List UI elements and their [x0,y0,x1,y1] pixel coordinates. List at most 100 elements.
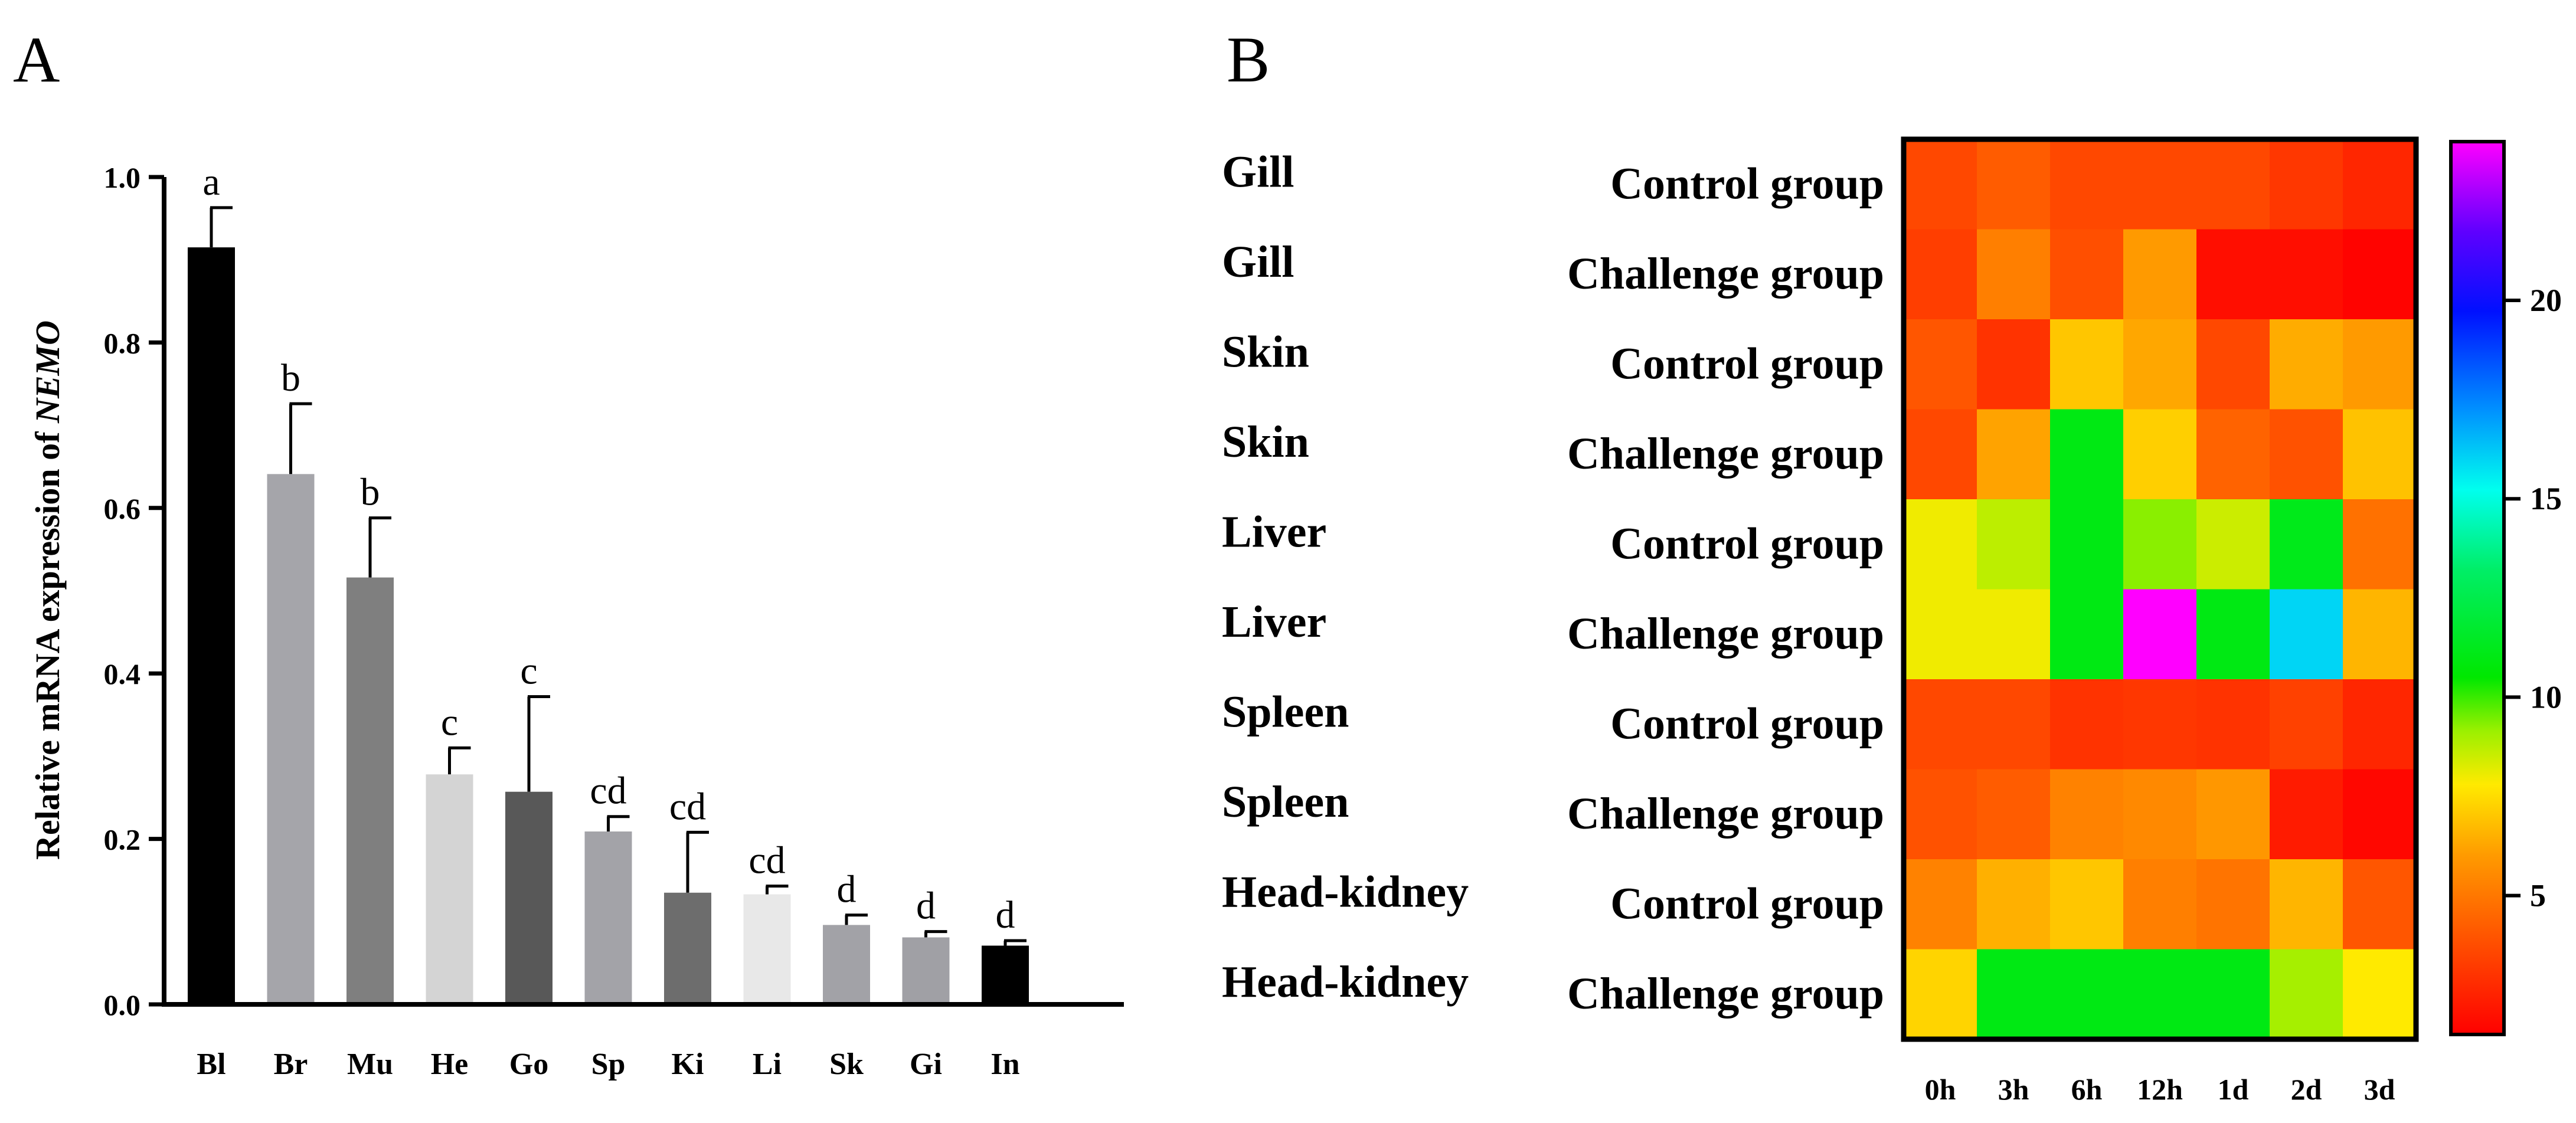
significance-letter: a [202,161,220,204]
heatmap-cell [2270,589,2343,680]
heatmap-cell [1977,769,2051,860]
heatmap-cell [2123,409,2197,500]
heatmap-cell [2196,949,2270,1040]
heatmap-cell [1904,769,1977,860]
heatmap-cell [2123,769,2197,860]
heatmap-frame [1901,136,2419,1042]
colorbar-tick-label: 5 [2530,878,2546,914]
x-tick-label: Li [753,1047,782,1081]
y-tick-label: 0.4 [104,657,141,690]
x-tick-label: Br [274,1047,308,1081]
heatmap-cell [1904,499,1977,590]
bar-chart-y-axis-label: Relative mRNA expression of NEMO [28,320,67,860]
heatmap-row-group: Challenge group [1567,969,1884,1019]
heatmap-cell [2050,409,2124,500]
heatmap-cell [2270,859,2343,950]
bar-He [426,774,473,1004]
heatmap-row-tissue: Gill [1222,237,1294,287]
heatmap-cell [1977,679,2051,770]
heatmap-column-label: 0h [1925,1073,1956,1106]
x-tick-label: Gi [910,1047,942,1081]
heatmap-cell [2050,679,2124,770]
heatmap-cell [2123,319,2197,410]
heatmap-row-tissue: Gill [1222,147,1294,197]
colorbar-tick-label: 10 [2530,679,2562,715]
heatmap-row-tissue: Spleen [1222,777,1349,827]
heatmap-cell [2270,409,2343,500]
heatmap-cell [2343,409,2417,500]
heatmap-cell [1904,859,1977,950]
heatmap-row-group: Control group [1610,159,1884,208]
heatmap-cell [2196,499,2270,590]
significance-letter: b [361,471,380,514]
heatmap-cell [2050,769,2124,860]
heatmap-cell [2123,679,2197,770]
heatmap-row-group: Challenge group [1567,249,1884,299]
y-tick-label: 1.0 [104,161,141,194]
bar-Li [743,894,791,1004]
x-tick-label: Ki [672,1047,704,1081]
heatmap-row-group: Challenge group [1567,429,1884,479]
x-tick-label: In [990,1047,1019,1081]
heatmap-cell [2343,319,2417,410]
heatmap-cell [1977,319,2051,410]
heatmap-cell [2050,499,2124,590]
heatmap-row-group: Challenge group [1567,789,1884,839]
y-axis-label-gene: NEMO [28,320,67,424]
significance-letter: b [281,356,300,400]
heatmap-cell [2343,679,2417,770]
heatmap-column-label: 1d [2218,1073,2249,1106]
heatmap-cell [2270,319,2343,410]
bar-Sk [823,925,870,1004]
significance-letter: cd [748,839,785,882]
heatmap-row-tissue: Spleen [1222,687,1349,736]
significance-letter: d [996,893,1015,937]
heatmap-cell [1904,949,1977,1040]
bar-Br [267,474,315,1004]
heatmap-cell [1904,139,1977,230]
heatmap-cell [2270,949,2343,1040]
heatmap-cell [1977,229,2051,320]
colorbar [2449,140,2506,1036]
bar-Sp [584,831,632,1004]
heatmap-cell [2050,859,2124,950]
heatmap-cell [2343,229,2417,320]
bar-Go [505,791,553,1004]
heatmap-cell [2343,949,2417,1040]
colorbar-tick-label: 15 [2530,481,2562,516]
heatmap-cell [1977,139,2051,230]
colorbar-tick-label: 20 [2530,283,2562,318]
heatmap-cell [2050,949,2124,1040]
heatmap-cell [2196,679,2270,770]
heatmap-column-label: 12h [2137,1073,2183,1106]
panel-label-b: B [1227,24,1270,96]
significance-letter: c [441,700,458,744]
heatmap-cell [2196,859,2270,950]
heatmap-cell [1977,949,2051,1040]
heatmap-cell [2050,589,2124,680]
heatmap-row-tissue: Skin [1222,417,1309,467]
heatmap-row-tissue: Liver [1222,597,1326,647]
heatmap-cell [2270,499,2343,590]
heatmap-cell [1904,409,1977,500]
x-tick-label: Go [509,1047,548,1081]
bar-Mu [346,577,394,1004]
heatmap-cell [2123,229,2197,320]
heatmap-cell [1904,589,1977,680]
y-tick-label: 0.6 [104,492,141,525]
heatmap-cell [2270,679,2343,770]
heatmap-cell [2123,949,2197,1040]
significance-letter: d [837,868,857,911]
heatmap-cell [1977,859,2051,950]
heatmap-cell [2123,589,2197,680]
heatmap-cell [2270,229,2343,320]
bar-chart: Relative mRNA expression of NEMO 0.00.20… [28,161,1124,1081]
heatmap-cell [2050,319,2124,410]
significance-letter: cd [590,770,626,813]
heatmap-cell [1904,229,1977,320]
y-tick-label: 0.0 [104,988,141,1021]
heatmap-row-group: Challenge group [1567,609,1884,659]
heatmap-cell [2196,769,2270,860]
